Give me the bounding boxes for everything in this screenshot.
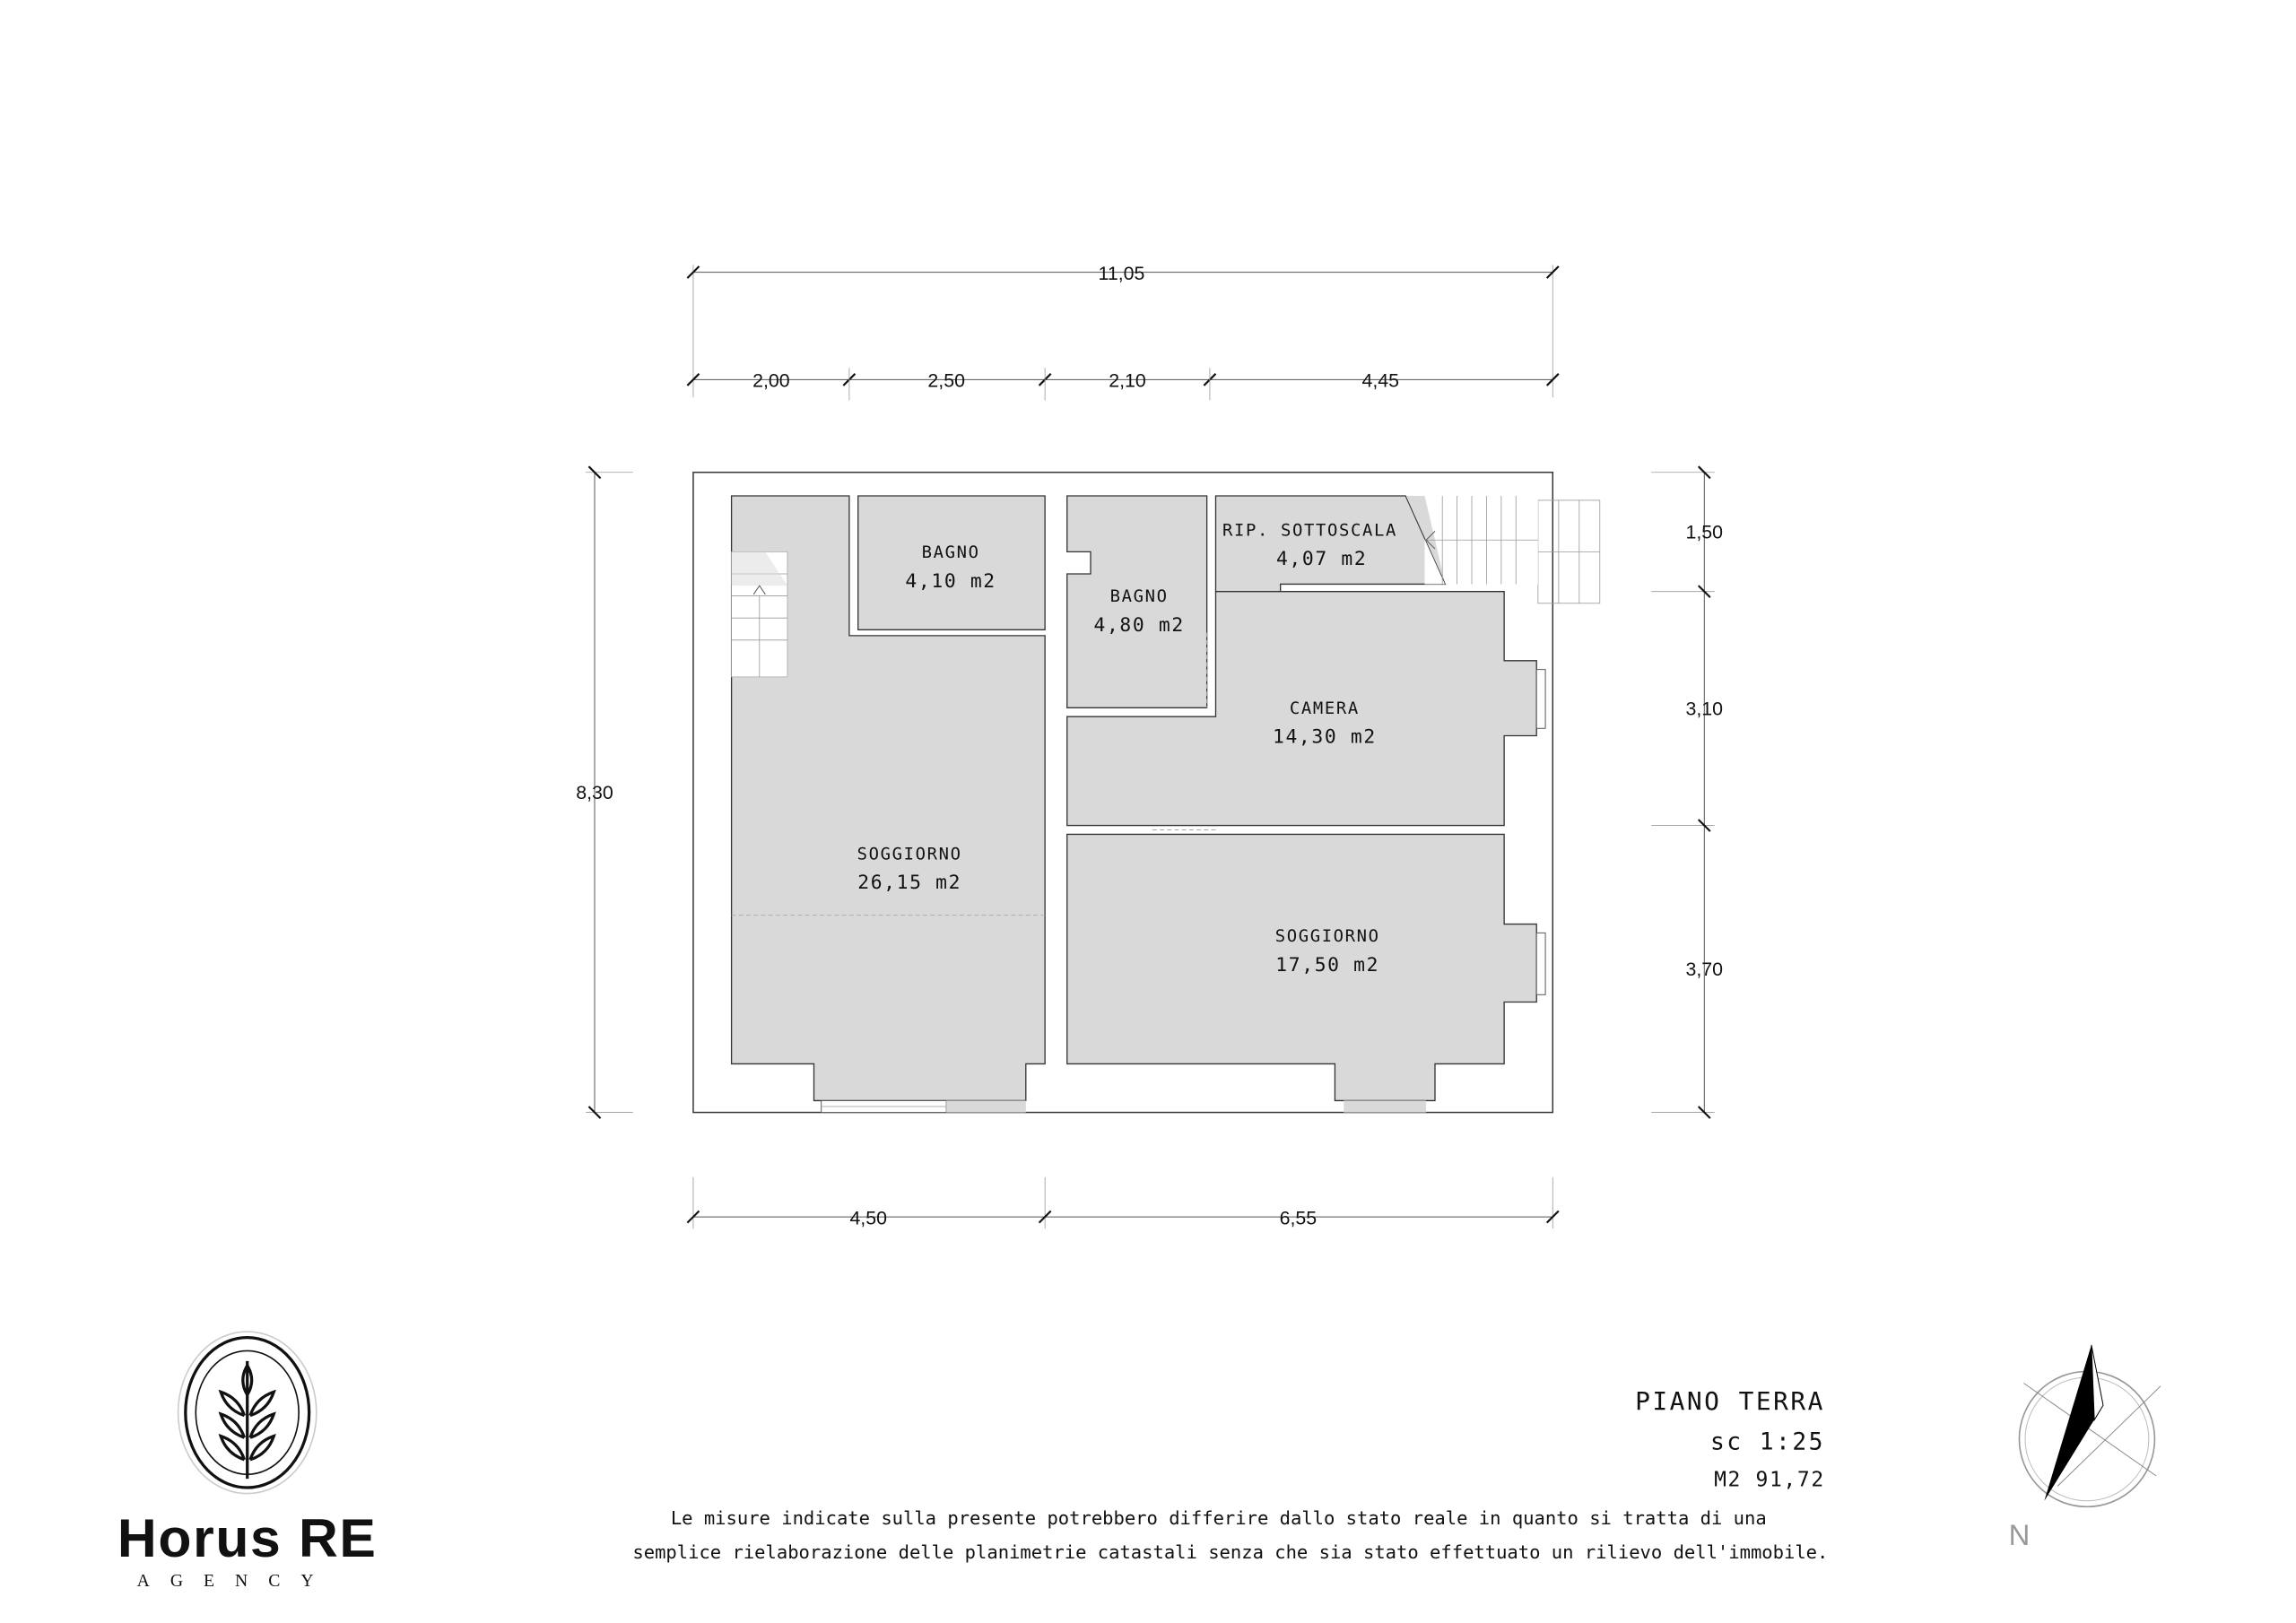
room-soggiorno-left	[730, 495, 1046, 1102]
window-camera	[1535, 669, 1546, 729]
dimension-label: 3,10	[1686, 699, 1724, 720]
room-bagno-1	[857, 495, 1046, 630]
dimension-label: 3,70	[1686, 959, 1724, 980]
scale-label: sc 1:25	[1710, 1428, 1825, 1455]
dimension-label: 1,50	[1686, 522, 1724, 543]
room-name: BAGNO	[1110, 586, 1169, 606]
room-area: 17,50 m2	[1275, 954, 1379, 976]
room-bagno-2	[1066, 495, 1208, 708]
disclaimer-line-1: Le misure indicate sulla presente potreb…	[671, 1507, 1767, 1529]
agency-logo: Horus RE AGENCY	[117, 1331, 378, 1591]
north-arrow-icon: N	[2009, 1344, 2161, 1551]
dimension-top-total: 11,05	[686, 263, 1560, 398]
door-bottom-left	[946, 1100, 1026, 1113]
room-area: 4,10 m2	[905, 570, 996, 593]
room-name: RIP. SOTTOSCALA	[1222, 520, 1397, 540]
dimension-bottom: 4,50 6,55	[686, 1176, 1560, 1228]
dimension-label: 8,30	[576, 782, 613, 803]
dimension-label: 4,45	[1362, 370, 1400, 392]
dimension-label: 6,55	[1280, 1207, 1318, 1228]
total-area: M2 91,72	[1714, 1468, 1825, 1491]
room-area: 4,80 m2	[1093, 614, 1184, 637]
window-soggiorno-right	[1535, 932, 1546, 995]
logo-subtitle: AGENCY	[137, 1571, 335, 1591]
dimension-left: 8,30	[576, 465, 633, 1119]
room-area: 4,07 m2	[1276, 548, 1367, 570]
room-area: 14,30 m2	[1273, 726, 1377, 749]
window-bottom-left	[821, 1099, 947, 1114]
floor-title: PIANO TERRA	[1635, 1386, 1825, 1416]
disclaimer-line-2: semplice rielaborazione delle planimetri…	[632, 1541, 1828, 1563]
dimension-label: 2,50	[927, 370, 965, 392]
room-soggiorno-right	[1066, 833, 1537, 1102]
sottoscala-stairs	[1405, 495, 1538, 585]
room-area: 26,15 m2	[857, 872, 961, 894]
dimension-top-segments: 2,00 2,50 2,10 4,45	[686, 368, 1560, 401]
room-name: SOGGIORNO	[1275, 926, 1380, 946]
room-name: CAMERA	[1290, 699, 1360, 718]
dimension-right: 1,50 3,10 3,70	[1651, 465, 1724, 1119]
dimension-label: 4,50	[849, 1207, 887, 1228]
room-name: BAGNO	[922, 542, 980, 562]
dimension-label: 11,05	[1099, 263, 1145, 284]
room-name: SOGGIORNO	[857, 844, 962, 864]
room-rip-sottoscala	[1214, 495, 1447, 593]
wheat-icon	[218, 1360, 276, 1480]
dimension-label: 2,00	[752, 370, 790, 392]
logo-name: Horus RE	[117, 1507, 378, 1568]
dimension-label: 2,10	[1109, 370, 1146, 392]
north-label: N	[2009, 1518, 2031, 1551]
door-bottom-right	[1344, 1100, 1427, 1113]
exterior-steps	[1537, 499, 1601, 604]
room-camera	[1066, 591, 1537, 827]
interior-stairs	[731, 551, 788, 678]
